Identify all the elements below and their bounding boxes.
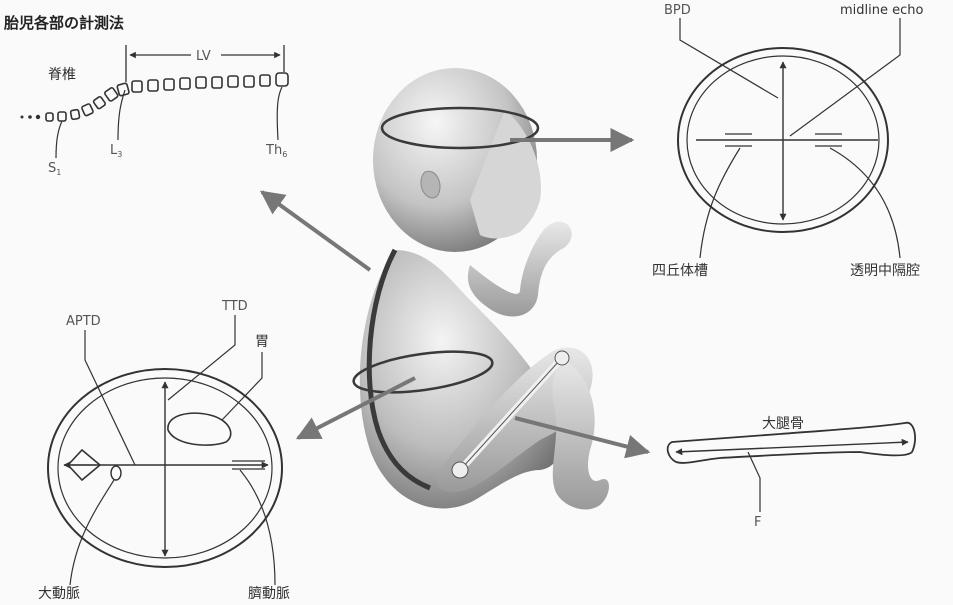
fetus-illustration [351, 68, 609, 509]
arrow-to-spine [262, 192, 370, 270]
head-section-diagram [678, 18, 900, 258]
spine-diagram [21, 45, 289, 158]
th6-label: Th6 [265, 143, 287, 159]
quadrigeminal-label: 四丘体槽 [652, 263, 708, 279]
stomach-label: 胃 [255, 334, 269, 350]
spine-label: 脊椎 [48, 67, 76, 83]
femur-arrow [676, 442, 908, 452]
femur-label: 大腿骨 [762, 416, 804, 432]
umbilical-label: 臍動脈 [248, 586, 290, 602]
bpd-label: BPD [664, 3, 691, 18]
abdomen-section-diagram [48, 315, 282, 585]
stomach [168, 413, 231, 445]
diagram-title: 胎児各部の計測法 [4, 14, 124, 32]
aorta-label: 大動脈 [38, 586, 80, 602]
midline-echo-label: midline echo [840, 3, 924, 18]
lv-label: LV [196, 49, 211, 64]
s1-label: S1 [48, 161, 61, 177]
aptd-label: APTD [66, 314, 101, 329]
septum-label: 透明中隔腔 [850, 263, 920, 279]
vertebrae [46, 73, 288, 121]
ttd-label: TTD [221, 299, 248, 314]
l3-label: L3 [110, 143, 122, 159]
aorta [111, 466, 121, 480]
f-label: F [754, 515, 761, 530]
femur-diagram [668, 423, 915, 512]
